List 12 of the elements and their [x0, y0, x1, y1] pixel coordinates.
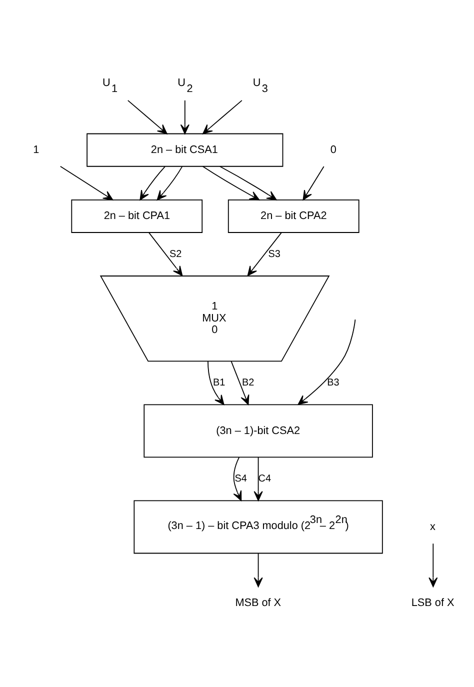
edge-label: C4 [258, 473, 272, 484]
node-text: x [430, 520, 436, 533]
node-text: MSB of X [235, 596, 282, 609]
node-text: 1 [33, 144, 40, 156]
edge-label: B2 [242, 377, 254, 388]
node-text: LSB of X [411, 596, 454, 609]
node-text: 0 [330, 144, 336, 156]
edge-label: S3 [268, 248, 280, 260]
edge-label: B1 [212, 377, 226, 388]
edge-label: S4 [234, 473, 247, 484]
edge-label: B3 [327, 377, 340, 388]
edge-label: S2 [170, 248, 182, 260]
